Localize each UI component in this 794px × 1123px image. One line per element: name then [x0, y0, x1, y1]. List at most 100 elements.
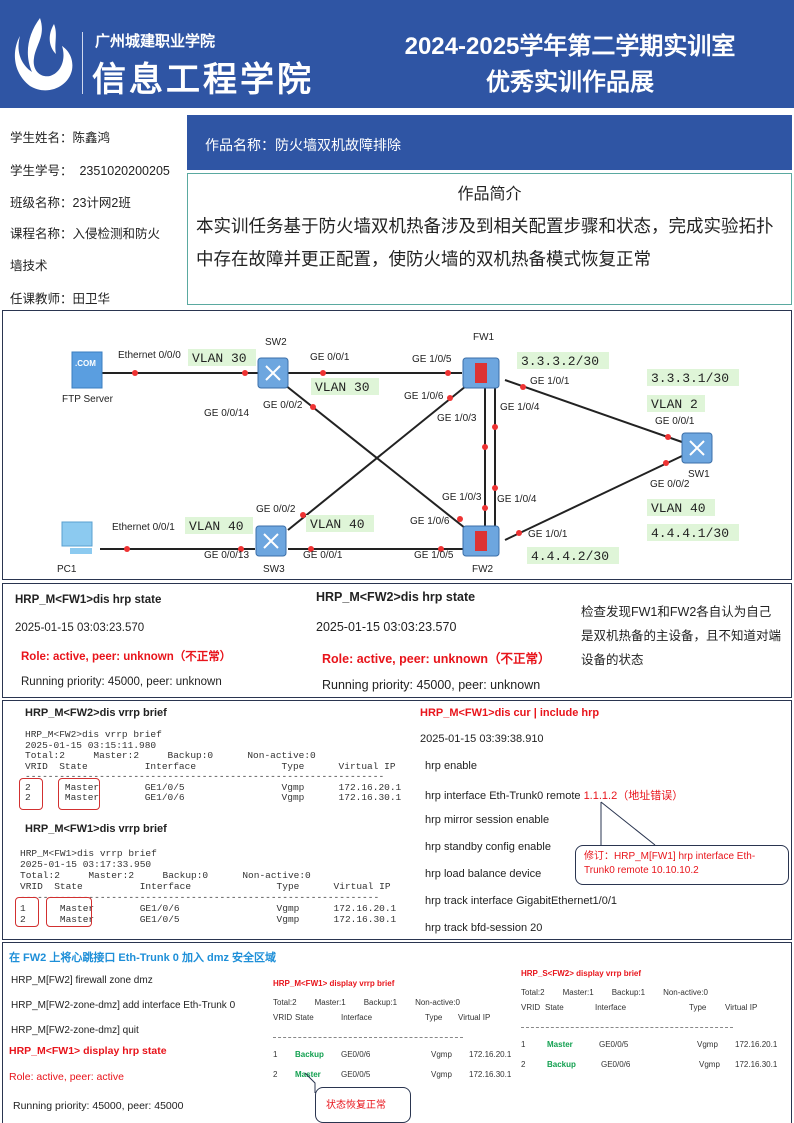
fw1-hrp-priority: Running priority: 45000, peer: unknown	[21, 676, 222, 688]
logo-divider	[82, 32, 83, 94]
student-id-label: 学生学号：	[10, 164, 73, 178]
port-label: GE 0/0/1	[655, 416, 695, 427]
table-cell: State	[545, 1003, 564, 1012]
fw2-hrp-time: 2025-01-15 03:03:23.570	[316, 620, 457, 634]
table-cell: Total:2	[273, 998, 297, 1007]
table-cell: Non-active:0	[415, 998, 460, 1007]
fw1-vrrp-output: HRP_M<FW1>dis vrrp brief 2025-01-15 03:1…	[20, 848, 397, 925]
table-cell: Type	[689, 1003, 707, 1012]
table-cell: Vgmp	[699, 1060, 720, 1069]
fix-cmd: HRP_M[FW2-zone-dmz] quit	[11, 1025, 139, 1036]
fix-section: 在 FW2 上将心跳接口 Eth-Trunk 0 加入 dmz 安全区域 HRP…	[2, 942, 792, 1123]
highlight-box	[58, 778, 100, 810]
table-cell: Backup	[547, 1060, 576, 1069]
ip-tag: 4.4.4.2/30	[531, 549, 609, 564]
table-cell: Backup:1	[363, 998, 398, 1007]
node-label: FTP Server	[62, 394, 114, 405]
fw2-hrp-cmd: HRP_M<FW2>dis hrp state	[316, 590, 476, 604]
config-line: hrp enable	[425, 760, 477, 772]
port-label: GE 0/0/13	[204, 550, 249, 561]
com-label: .COM	[75, 359, 96, 368]
course-name-cont: 墙技术	[10, 259, 48, 273]
table-cell: GE0/0/5	[599, 1040, 629, 1049]
highlight-box	[46, 897, 92, 927]
config-line: hrp interface Eth-Trunk0 remote 1.1.1.2（…	[425, 787, 683, 803]
port-label: Ethernet 0/0/0	[118, 350, 181, 361]
fw2-hrp-role: Role: active, peer: unknown（不正常）	[322, 652, 551, 666]
intro-heading: 作品简介	[457, 186, 522, 203]
vlan-tag: VLAN 40	[189, 519, 244, 534]
table-cell: GE0/0/5	[341, 1070, 371, 1079]
hrp-state-section: HRP_M<FW1>dis hrp state 2025-01-15 03:03…	[2, 583, 792, 698]
callout-pointer	[304, 1072, 316, 1093]
port-label: GE 1/0/5	[414, 550, 454, 561]
table-cell: VRID	[521, 1003, 541, 1012]
table-cell: Interface	[595, 1003, 627, 1012]
table-cell: 172.16.20.1	[735, 1040, 778, 1049]
highlight-box	[15, 897, 39, 927]
analysis-note: 检查发现FW1和FW2各自认为自己是双机热备的主设备，且不知道对端设备的状态	[581, 605, 782, 667]
fw2-result-cmd: HRP_S<FW2> display vrrp brief	[521, 969, 642, 978]
fw2-hrp-priority: Running priority: 45000, peer: unknown	[322, 678, 541, 692]
poster-title: 2024-2025学年第二学期实训室	[404, 33, 736, 60]
port-label: GE 0/0/14	[204, 408, 249, 419]
fix-callout: 修订：HRP_M[FW1] hrp interface Eth-Trunk0 r…	[575, 845, 789, 885]
fw1-hrp-cmd: HRP_M<FW1>dis hrp state	[15, 594, 162, 606]
callout-pointer	[600, 801, 656, 846]
vlan-tag: VLAN 40	[651, 501, 706, 516]
table-cell: Vgmp	[431, 1050, 452, 1059]
node-label: FW2	[472, 564, 494, 575]
config-line-text: hrp interface Eth-Trunk0 remote	[425, 790, 584, 802]
switch-sw2-icon	[257, 357, 288, 388]
fix-heading: 在 FW2 上将心跳接口 Eth-Trunk 0 加入 dmz 安全区域	[9, 952, 277, 964]
port-label: GE 0/0/2	[256, 504, 296, 515]
table-cell: VRID	[273, 1013, 293, 1022]
table-cell: Virtual IP	[725, 1003, 758, 1012]
node-label: SW2	[265, 337, 287, 348]
port-label: GE 1/0/3	[437, 413, 477, 424]
node-label: FW1	[473, 332, 495, 343]
wrong-address: 1.1.1.2（地址错误）	[583, 790, 684, 802]
school-name: 广州城建职业学院	[95, 33, 216, 50]
config-cmd: HRP_M<FW1>dis cur | include hrp	[420, 707, 600, 719]
table-cell: Master	[295, 1070, 321, 1079]
port-label: GE 1/0/6	[410, 516, 450, 527]
student-name: 学生姓名：陈鑫鸿	[10, 131, 111, 145]
divider	[521, 1027, 733, 1028]
state-cmd: HRP_M<FW1> display hrp state	[9, 1045, 167, 1057]
college-name: 信息工程学院	[92, 61, 314, 99]
port-label: GE 0/0/2	[650, 479, 690, 490]
fix-cmd: HRP_M[FW2-zone-dmz] add interface Eth-Tr…	[11, 1000, 236, 1011]
port-label: GE 1/0/5	[412, 354, 452, 365]
table-cell: Virtual IP	[458, 1013, 491, 1022]
config-line: hrp load balance device	[425, 868, 542, 880]
table-cell: Vgmp	[697, 1040, 718, 1049]
ftp-server-icon: .COM	[71, 351, 102, 388]
fw2-vrrp-cmd: HRP_M<FW2>dis vrrp brief	[25, 707, 167, 719]
ip-tag: 4.4.4.1/30	[651, 526, 729, 541]
course-name: 课程名称：入侵检测和防火	[10, 227, 161, 241]
vrrp-config-section: HRP_M<FW2>dis vrrp brief HRP_M<FW2>dis v…	[2, 700, 792, 940]
state-role: Role: active, peer: active	[9, 1071, 124, 1083]
switch-sw1-icon	[681, 432, 712, 463]
port-label: GE 1/0/3	[442, 492, 482, 503]
topology-diagram: .COM FTP Server SW2 FW1 SW1 SW3 FW2 PC1 …	[2, 310, 792, 580]
node-label: SW3	[263, 564, 285, 575]
student-id: 学生学号： 2351020200205	[10, 160, 170, 179]
ip-tag: 3.3.3.2/30	[521, 354, 599, 369]
table-header: VRID State Interface Type Virtual IP	[521, 1003, 783, 1027]
table-cell: Vgmp	[431, 1070, 452, 1079]
teacher-name: 任课教师：田卫华	[10, 292, 111, 306]
table-cell: 172.16.30.1	[735, 1060, 778, 1069]
port-label: GE 1/0/1	[530, 376, 570, 387]
fix-cmd: HRP_M[FW2] firewall zone dmz	[11, 975, 153, 986]
table-cell: Total:2	[521, 988, 545, 997]
